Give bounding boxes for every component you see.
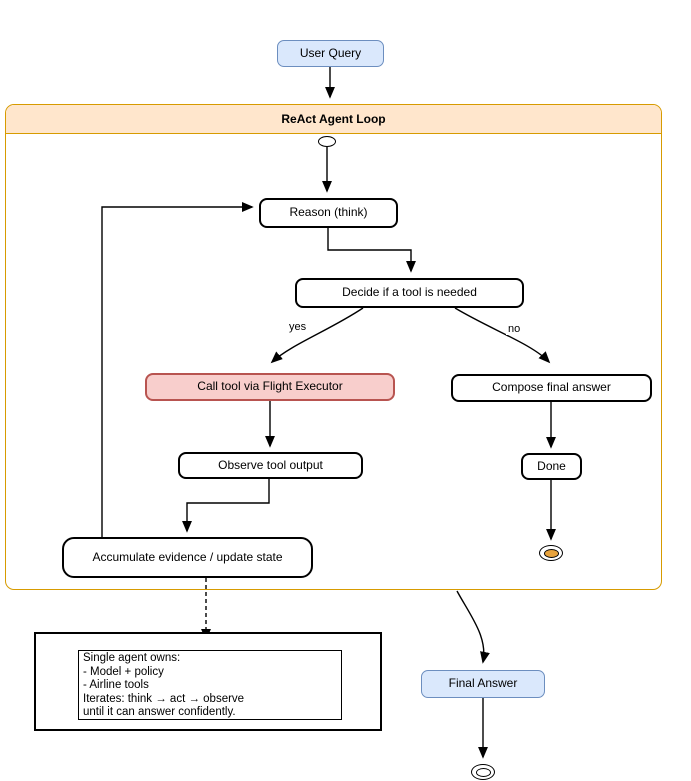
final-answer-node: Final Answer bbox=[421, 670, 545, 698]
react-agent-loop-container: ReAct Agent Loop bbox=[5, 104, 662, 590]
decide-label: Decide if a tool is needed bbox=[342, 285, 477, 300]
done-node: Done bbox=[521, 453, 582, 480]
user-query-label: User Query bbox=[299, 45, 362, 60]
call-tool-node: Call tool via Flight Executor bbox=[145, 373, 395, 401]
edge-label-no: no bbox=[506, 323, 523, 335]
note-box: Single agent owns: - Model + policy - Ai… bbox=[34, 632, 382, 731]
observe-label: Observe tool output bbox=[218, 457, 323, 472]
note-line: Single agent owns: bbox=[83, 652, 181, 664]
terminal-node-end-inner bbox=[475, 767, 491, 777]
done-label: Done bbox=[537, 458, 566, 473]
note-line: - Airline tools bbox=[83, 679, 149, 691]
terminal-node-end bbox=[471, 764, 495, 780]
reason-node: Reason (think) bbox=[259, 198, 398, 228]
user-query-node: User Query bbox=[277, 40, 384, 67]
call-tool-label: Call tool via Flight Executor bbox=[197, 379, 343, 394]
note-inner-box: Single agent owns: - Model + policy - Ai… bbox=[78, 650, 342, 720]
container-title: ReAct Agent Loop bbox=[281, 112, 386, 126]
accumulate-node: Accumulate evidence / update state bbox=[62, 537, 313, 578]
final-answer-label: Final Answer bbox=[448, 676, 518, 691]
container-header: ReAct Agent Loop bbox=[6, 105, 661, 134]
terminal-node-gold bbox=[539, 545, 563, 561]
observe-node: Observe tool output bbox=[178, 452, 363, 479]
decide-node: Decide if a tool is needed bbox=[295, 278, 524, 308]
compose-node: Compose final answer bbox=[451, 374, 652, 402]
note-line: Iterates: think → act → observe bbox=[83, 692, 245, 705]
edge-label-yes: yes bbox=[287, 321, 309, 333]
terminal-node-gold-inner bbox=[543, 548, 559, 558]
compose-label: Compose final answer bbox=[492, 380, 611, 395]
note-line: - Model + policy bbox=[83, 665, 164, 678]
edge-loop-to-final-answer bbox=[456, 590, 490, 664]
note-line: until it can answer confidently. bbox=[83, 706, 236, 718]
start-node bbox=[318, 136, 336, 147]
accumulate-label: Accumulate evidence / update state bbox=[92, 549, 283, 564]
reason-label: Reason (think) bbox=[289, 205, 368, 220]
